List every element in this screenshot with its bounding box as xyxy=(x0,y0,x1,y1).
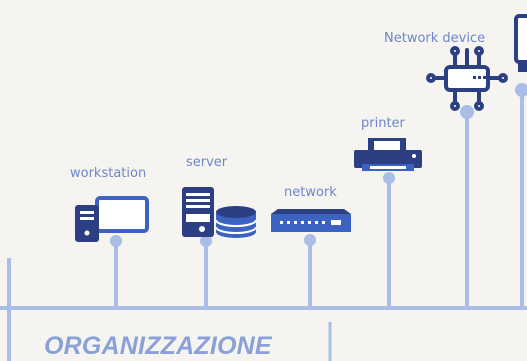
printer-node xyxy=(383,172,395,184)
network-node xyxy=(304,234,316,246)
organization-bus xyxy=(0,258,527,361)
connectors xyxy=(110,83,527,308)
partial-monitor-icon xyxy=(514,14,527,72)
workstation-label: workstation xyxy=(70,166,147,181)
server-icon xyxy=(182,187,257,238)
printer-icon xyxy=(354,138,422,171)
partial-device-node xyxy=(515,83,527,97)
workstation-node xyxy=(110,235,122,247)
network-device-label: Network device xyxy=(384,31,486,46)
server-node xyxy=(200,235,212,247)
organization-title: ORGANIZZAZIONE xyxy=(44,332,272,360)
workstation-icon xyxy=(75,196,149,242)
switch-icon xyxy=(271,209,351,232)
printer-label: printer xyxy=(361,116,405,131)
network-device-node xyxy=(460,105,474,119)
network-label: network xyxy=(284,185,337,200)
network-device-icon xyxy=(426,46,508,111)
server-label: server xyxy=(186,155,228,170)
